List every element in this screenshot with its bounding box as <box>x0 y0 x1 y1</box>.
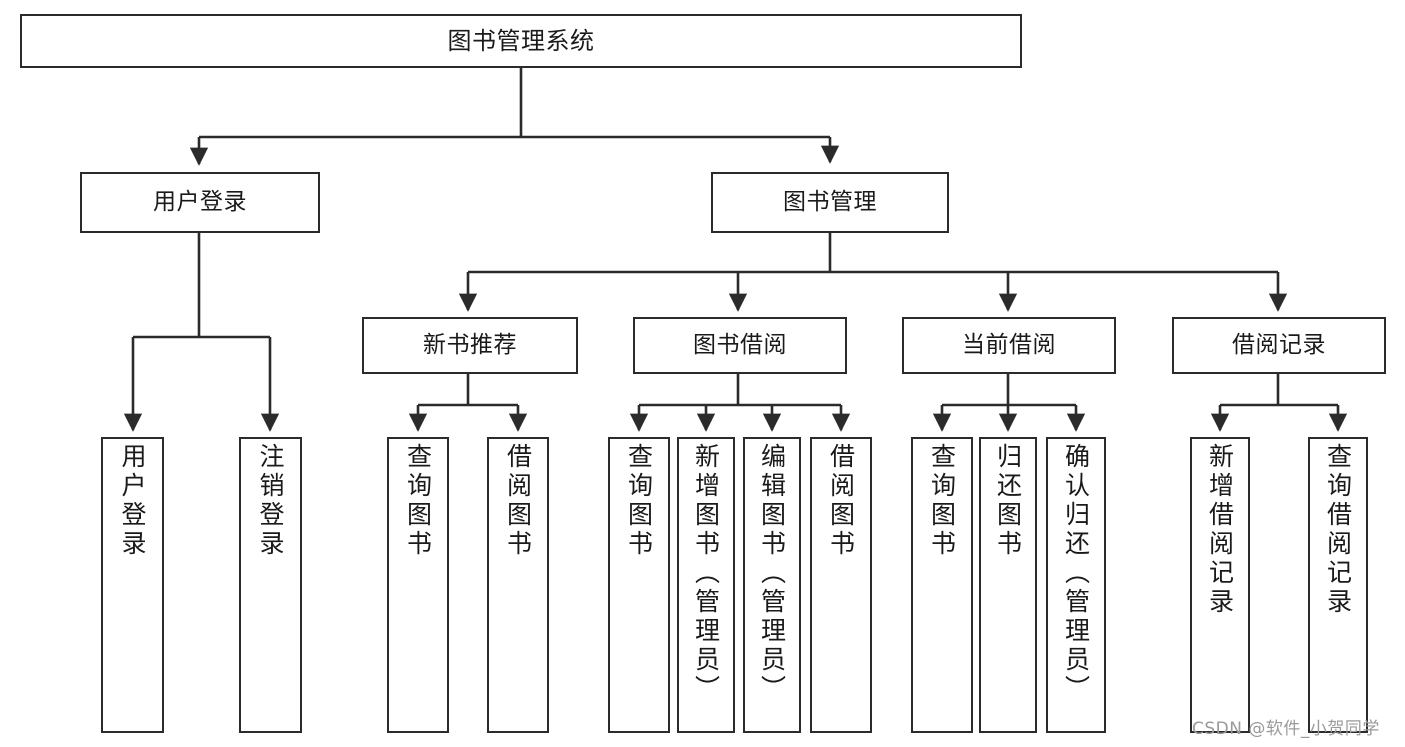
node-leaf-borrow-book-2[interactable]: 借阅图书 <box>810 437 872 733</box>
node-new-book-recommend[interactable]: 新书推荐 <box>362 317 578 374</box>
node-leaf-return-book[interactable]: 归还图书 <box>979 437 1037 733</box>
node-label: 图书管理系统 <box>447 26 595 55</box>
node-label: 注销登录 <box>256 443 285 559</box>
node-leaf-query-book-2[interactable]: 查询图书 <box>608 437 670 733</box>
node-label: 图书管理 <box>783 188 877 215</box>
node-leaf-confirm-return[interactable]: 确认归还（管理员） <box>1046 437 1106 733</box>
node-label: 借阅记录 <box>1232 331 1326 358</box>
node-label: 用户登录 <box>118 443 147 559</box>
watermark-text: CSDN @软件_小贺同学 <box>1192 719 1380 739</box>
node-label: 归还图书 <box>993 443 1023 559</box>
node-label: 确认归还（管理员） <box>1061 443 1091 704</box>
node-current-borrow[interactable]: 当前借阅 <box>902 317 1116 374</box>
node-leaf-user-login[interactable]: 用户登录 <box>101 437 164 733</box>
node-leaf-logout-login[interactable]: 注销登录 <box>239 437 302 733</box>
node-leaf-query-book-3[interactable]: 查询图书 <box>911 437 973 733</box>
node-label: 新书推荐 <box>423 331 517 358</box>
node-book-management[interactable]: 图书管理 <box>711 172 949 233</box>
node-user-login[interactable]: 用户登录 <box>80 172 320 233</box>
node-label: 查询图书 <box>927 443 957 559</box>
node-label: 查询图书 <box>624 443 654 559</box>
node-leaf-add-book[interactable]: 新增图书（管理员） <box>677 437 735 733</box>
node-leaf-query-book-1[interactable]: 查询图书 <box>387 437 449 733</box>
node-leaf-edit-book[interactable]: 编辑图书（管理员） <box>743 437 801 733</box>
node-label: 新增借阅记录 <box>1205 443 1235 617</box>
node-label: 借阅图书 <box>503 443 533 559</box>
node-label: 用户登录 <box>153 188 247 215</box>
node-label: 新增图书（管理员） <box>691 443 721 704</box>
node-label: 借阅图书 <box>826 443 856 559</box>
node-label: 查询借阅记录 <box>1323 443 1353 617</box>
node-label: 编辑图书（管理员） <box>757 443 787 704</box>
node-leaf-borrow-book-1[interactable]: 借阅图书 <box>487 437 549 733</box>
node-book-borrow[interactable]: 图书借阅 <box>633 317 847 374</box>
node-label: 查询图书 <box>403 443 433 559</box>
node-label: 当前借阅 <box>962 331 1056 358</box>
node-label: 图书借阅 <box>693 331 787 358</box>
node-leaf-add-record[interactable]: 新增借阅记录 <box>1190 437 1250 733</box>
node-leaf-query-record[interactable]: 查询借阅记录 <box>1308 437 1368 733</box>
node-root-book-management-system[interactable]: 图书管理系统 <box>20 14 1022 68</box>
node-borrow-record[interactable]: 借阅记录 <box>1172 317 1386 374</box>
